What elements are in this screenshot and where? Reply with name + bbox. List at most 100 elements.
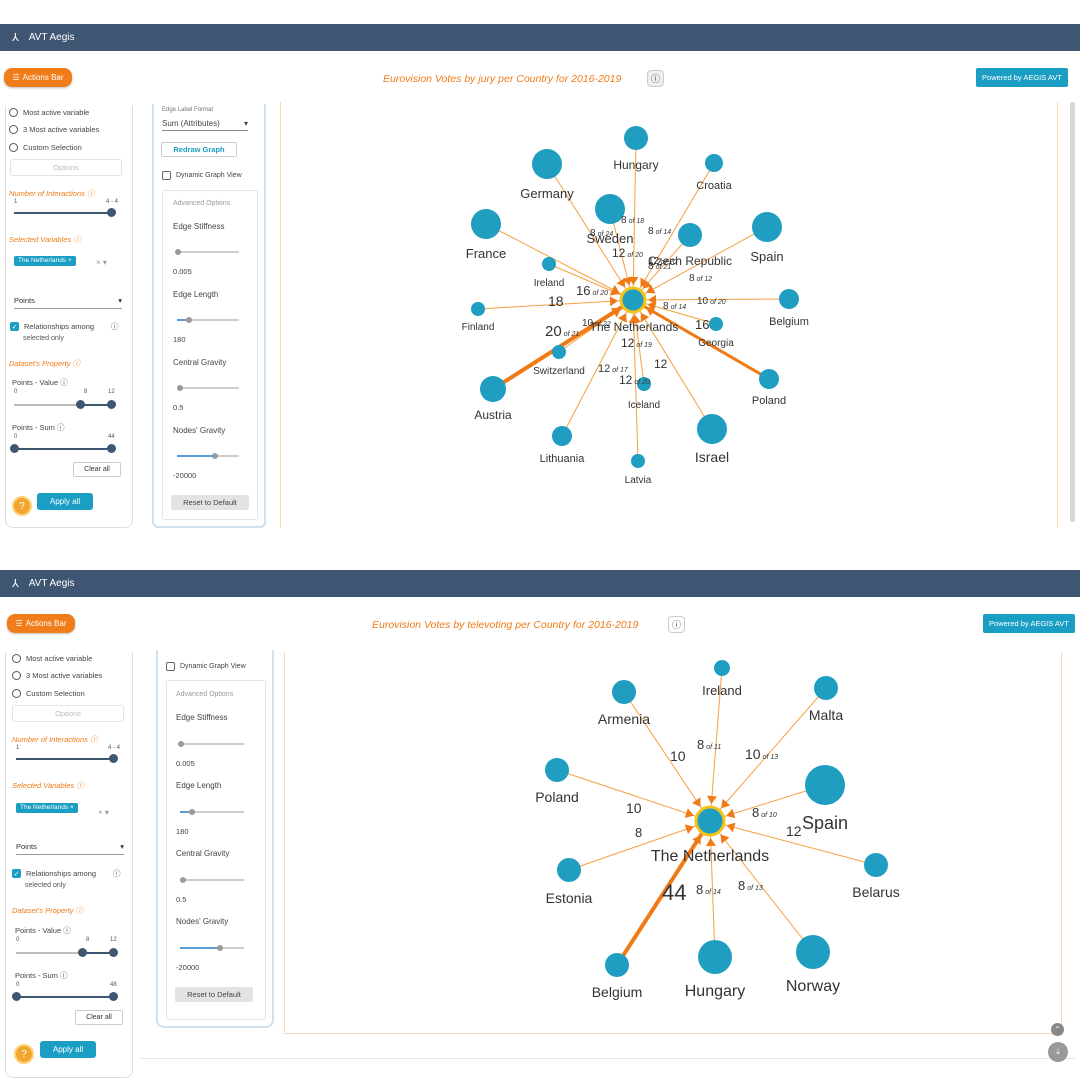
edge-line[interactable] xyxy=(709,820,877,866)
nodes-gravity-handle[interactable] xyxy=(217,945,223,951)
country-node[interactable] xyxy=(471,209,501,239)
country-node[interactable] xyxy=(705,154,723,172)
center-node[interactable] xyxy=(619,286,647,314)
interactions-slider-handle[interactable] xyxy=(107,208,116,217)
clear-selection-icon[interactable]: × ▾ xyxy=(96,258,107,267)
country-node[interactable] xyxy=(557,858,581,882)
edge-stiffness-handle[interactable] xyxy=(178,741,184,747)
center-node[interactable] xyxy=(694,805,726,837)
points-select[interactable]: Points▾ xyxy=(14,296,122,309)
edge-line[interactable] xyxy=(477,299,634,310)
apply-all-button[interactable]: Apply all xyxy=(40,1041,96,1058)
country-node[interactable] xyxy=(552,345,566,359)
points-value-high-handle[interactable] xyxy=(107,400,116,409)
clear-all-button[interactable]: Clear all xyxy=(73,462,121,477)
dynamic-graph-view-checkbox[interactable]: Dynamic Graph View xyxy=(166,662,246,671)
country-node[interactable] xyxy=(532,149,562,179)
radio-icon[interactable] xyxy=(9,143,18,152)
central-gravity-handle[interactable] xyxy=(177,385,183,391)
country-node[interactable] xyxy=(752,212,782,242)
help-icon[interactable]: ? xyxy=(12,496,32,516)
interactions-slider-track[interactable] xyxy=(16,758,116,760)
selected-variable-chip[interactable]: The Netherlands × xyxy=(16,803,78,813)
points-value-high-handle[interactable] xyxy=(109,948,118,957)
radio-icon[interactable] xyxy=(9,125,18,134)
info-icon[interactable]: ⓘ xyxy=(668,616,685,633)
edge-length-slider[interactable] xyxy=(177,319,239,321)
edge-line[interactable] xyxy=(709,687,827,822)
country-node[interactable] xyxy=(714,660,730,676)
options-input[interactable]: Options xyxy=(12,705,124,722)
radio-icon[interactable] xyxy=(12,654,21,663)
edge-length-handle[interactable] xyxy=(189,809,195,815)
edge-line[interactable] xyxy=(709,820,814,953)
country-node[interactable] xyxy=(864,853,888,877)
edge-line[interactable] xyxy=(615,819,712,967)
country-node[interactable] xyxy=(805,765,845,805)
country-node[interactable] xyxy=(678,223,702,247)
country-node[interactable] xyxy=(480,376,506,402)
download-icon[interactable]: ⤓ xyxy=(1048,1042,1068,1062)
country-node[interactable] xyxy=(542,257,556,271)
country-node[interactable] xyxy=(471,302,485,316)
apply-all-button[interactable]: Apply all xyxy=(37,493,93,510)
nodes-gravity-handle[interactable] xyxy=(212,453,218,459)
edge-label-format-select[interactable]: Sum (Attributes)▾ xyxy=(162,119,248,131)
radio-three-most[interactable]: 3 Most active variables xyxy=(12,671,102,680)
radio-most-active[interactable]: Most active variable xyxy=(9,108,89,117)
points-value-track[interactable] xyxy=(14,404,114,406)
central-gravity-slider[interactable] xyxy=(180,879,244,881)
country-node[interactable] xyxy=(545,758,569,782)
radio-most-active[interactable]: Most active variable xyxy=(12,654,92,663)
edge-line[interactable] xyxy=(632,299,713,430)
central-gravity-slider[interactable] xyxy=(177,387,239,389)
country-node[interactable] xyxy=(697,414,727,444)
edge-line[interactable] xyxy=(491,298,635,391)
reset-default-button[interactable]: Reset to Default xyxy=(171,495,249,510)
points-value-track[interactable] xyxy=(16,952,116,954)
country-node[interactable] xyxy=(814,676,838,700)
checkbox-icon[interactable] xyxy=(166,662,175,671)
edge-line[interactable] xyxy=(632,299,645,385)
selected-variable-chip[interactable]: The Netherlands × xyxy=(14,256,76,266)
powered-by-button[interactable]: Powered by AEGIS AVT xyxy=(976,68,1068,87)
check-icon[interactable]: ✓ xyxy=(12,869,21,878)
edge-line[interactable] xyxy=(709,667,723,822)
clear-selection-icon[interactable]: × ▾ xyxy=(98,808,109,817)
edge-line[interactable] xyxy=(632,137,637,301)
edge-line[interactable] xyxy=(546,163,634,301)
points-sum-track[interactable] xyxy=(16,996,116,998)
radio-custom-selection[interactable]: Custom Selection xyxy=(9,143,82,152)
edge-line[interactable] xyxy=(632,162,715,301)
points-sum-high-handle[interactable] xyxy=(109,992,118,1001)
options-input[interactable]: Options xyxy=(10,159,122,176)
radio-icon[interactable] xyxy=(9,108,18,117)
edge-line[interactable] xyxy=(632,298,790,301)
points-sum-high-handle[interactable] xyxy=(107,444,116,453)
interactions-slider-handle[interactable] xyxy=(109,754,118,763)
edge-line[interactable] xyxy=(561,299,634,437)
actions-bar-button[interactable]: ☰Actions Bar xyxy=(4,68,72,87)
points-sum-low-handle[interactable] xyxy=(12,992,21,1001)
edge-line[interactable] xyxy=(632,299,717,325)
edge-line[interactable] xyxy=(556,769,711,822)
country-node[interactable] xyxy=(698,940,732,974)
redraw-graph-button[interactable]: Redraw Graph xyxy=(161,142,237,157)
scrollbar[interactable] xyxy=(1070,102,1075,522)
country-node[interactable] xyxy=(552,426,572,446)
edge-length-slider[interactable] xyxy=(180,811,244,813)
radio-three-most[interactable]: 3 Most active variables xyxy=(9,125,99,134)
points-sum-track[interactable] xyxy=(14,448,114,450)
country-node[interactable] xyxy=(759,369,779,389)
country-node[interactable] xyxy=(796,935,830,969)
country-node[interactable] xyxy=(779,289,799,309)
points-select[interactable]: Points▾ xyxy=(16,842,124,855)
edge-line[interactable] xyxy=(623,691,711,822)
edge-line[interactable] xyxy=(632,298,770,381)
country-node[interactable] xyxy=(612,680,636,704)
points-value-low-handle[interactable] xyxy=(76,400,85,409)
country-node[interactable] xyxy=(624,126,648,150)
edge-length-handle[interactable] xyxy=(186,317,192,323)
clear-all-button[interactable]: Clear all xyxy=(75,1010,123,1025)
